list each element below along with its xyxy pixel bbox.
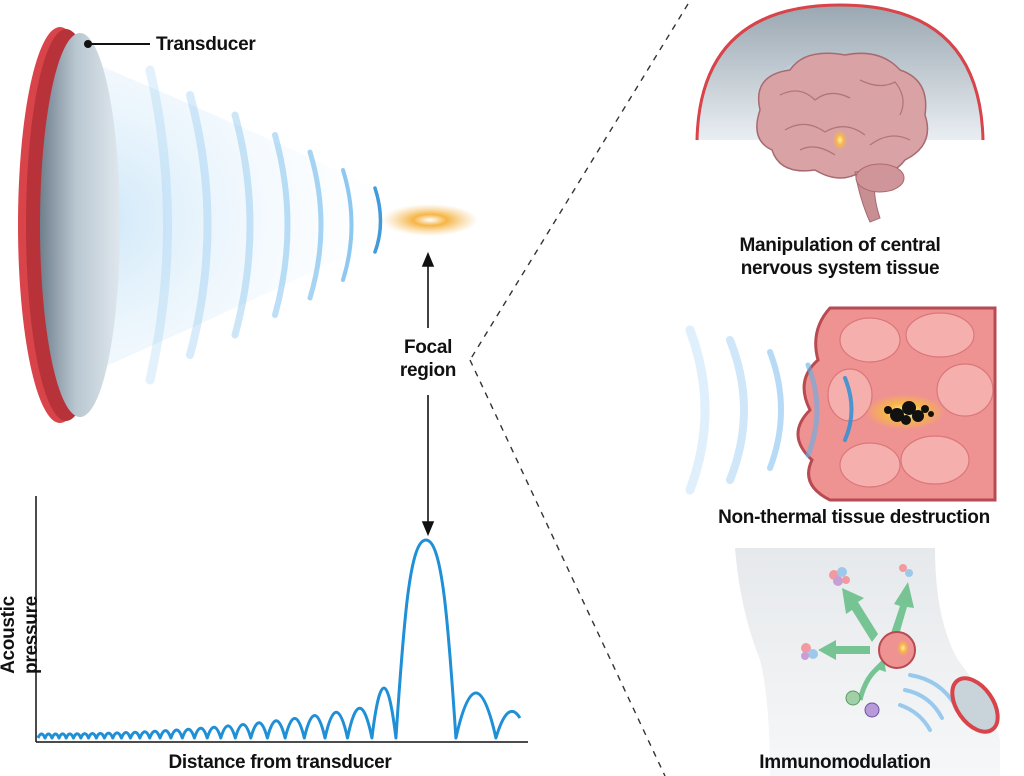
brain-illustration — [690, 3, 990, 223]
pressure-curve — [36, 538, 522, 740]
focal-spot — [382, 204, 478, 236]
immunomodulation-illustration — [735, 548, 1000, 776]
cell-clusters — [801, 564, 913, 660]
transducer-assembly — [18, 27, 430, 423]
transducer-face — [40, 33, 120, 417]
pressure-chart — [35, 496, 528, 743]
cavitation-bubbles — [884, 401, 934, 425]
cns-caption: Manipulation of central nervous system t… — [690, 234, 990, 280]
y-axis-label: Acoustic pressure — [0, 596, 42, 674]
ultrasound-beam-cone — [75, 55, 430, 380]
cerebellum — [855, 163, 905, 193]
brain-focal-spot — [833, 130, 847, 150]
nonthermal-caption: Non-thermal tissue destruction — [718, 507, 990, 528]
immune-cells — [845, 690, 880, 718]
focal-region-label: Focal region — [388, 336, 468, 382]
tumor — [878, 631, 916, 669]
transducer-label: Transducer — [156, 34, 256, 55]
ultrasound-wavefronts — [145, 65, 383, 385]
body-silhouette — [735, 548, 1000, 776]
brain-shape — [756, 52, 929, 179]
tissue-illustration — [685, 306, 997, 502]
cns-caption-line1: Manipulation of central — [739, 235, 941, 256]
focal-arrows — [421, 251, 435, 537]
dashed-divider — [469, 3, 689, 776]
x-axis-label: Distance from transducer — [168, 752, 392, 773]
immunomodulation-caption: Immunomodulation — [759, 752, 931, 773]
migration-arrows — [818, 582, 914, 701]
focal-label-line1: Focal — [403, 337, 453, 358]
cns-caption-line2: nervous system tissue — [740, 258, 940, 279]
mini-transducer — [950, 676, 1000, 734]
focal-label-line2: region — [399, 360, 457, 381]
